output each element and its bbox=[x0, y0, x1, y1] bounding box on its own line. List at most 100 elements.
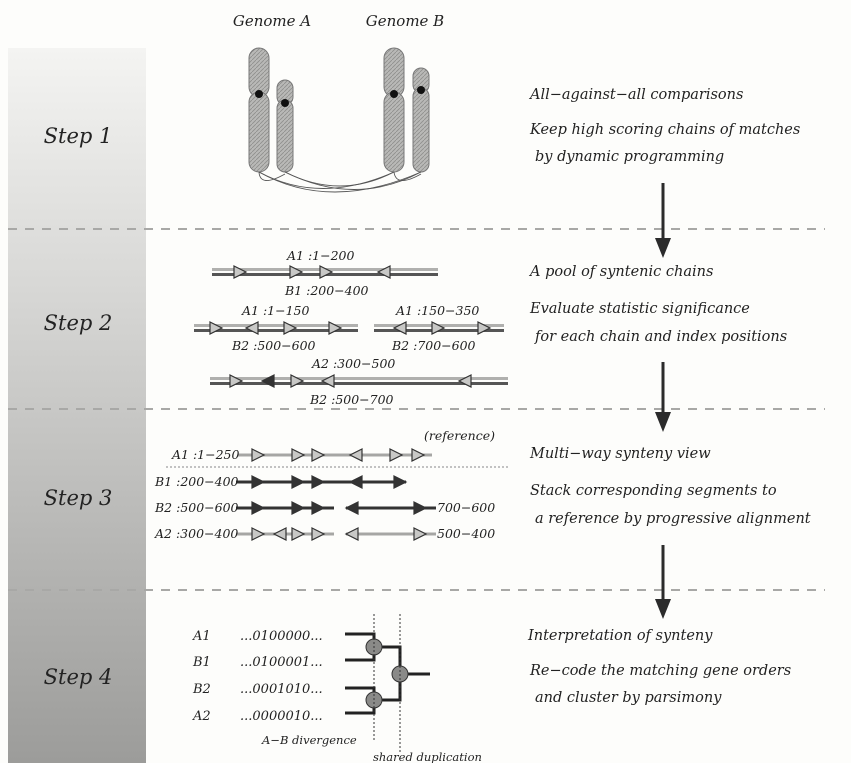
match-arrow-icon bbox=[392, 321, 407, 335]
match-arrow-icon bbox=[311, 501, 326, 515]
step-2-chain-labels: A1 :1−200 B1 :200−400 A1 :1−150 B2 :500−… bbox=[231, 248, 479, 407]
match-arrow-icon bbox=[389, 448, 404, 462]
match-arrow-icon bbox=[344, 501, 359, 515]
match-arrow-icon bbox=[348, 448, 363, 462]
step-4-detail-2: and cluster by parsimony bbox=[535, 690, 722, 706]
code-row-value: ...0000010... bbox=[240, 709, 323, 724]
match-arrow-icon bbox=[344, 527, 359, 541]
code-row-value: ...0100000... bbox=[240, 629, 323, 644]
match-arrow-icon bbox=[320, 374, 335, 388]
step-1-detail-2: by dynamic programming bbox=[535, 149, 724, 165]
step-4-heading: Interpretation of synteny bbox=[527, 628, 713, 644]
step-4-label: Step 4 bbox=[44, 665, 113, 689]
match-arrow-icon bbox=[291, 501, 306, 515]
down-arrow-icon bbox=[655, 362, 671, 432]
reference-note: (reference) bbox=[424, 428, 495, 443]
chromosome-a2 bbox=[276, 79, 294, 173]
code-row-name: B2 bbox=[192, 682, 211, 697]
match-arrow-icon bbox=[311, 475, 326, 489]
step-3-row-labels: (reference) A1 :1−250 B1 :200−400 B2 :50… bbox=[154, 428, 495, 541]
code-row-value: ...0100001... bbox=[240, 655, 323, 670]
step-4-codes: A1 ...0100000... B1 ...0100001... B2 ...… bbox=[192, 629, 323, 724]
match-arrow-icon bbox=[244, 321, 259, 335]
match-arrow-icon bbox=[431, 321, 446, 335]
match-arrow-icon bbox=[229, 374, 244, 388]
step-3-detail-2: a reference by progressive alignment bbox=[535, 511, 811, 527]
match-arrow-icon bbox=[289, 265, 304, 279]
chromosome-a1 bbox=[248, 47, 270, 173]
match-arrow-icon bbox=[411, 448, 426, 462]
code-row-name: A1 bbox=[192, 629, 211, 644]
step-descriptions: All−against−all comparisons Keep high sc… bbox=[527, 87, 811, 706]
chromosome-b2 bbox=[412, 67, 430, 173]
chain-2-top-label: A1 :1−150 bbox=[241, 303, 309, 318]
divergence-note: A−B divergence bbox=[261, 733, 357, 747]
down-arrow-icon bbox=[655, 545, 671, 619]
parsimony-tree: A−B divergence shared duplication bbox=[261, 614, 482, 763]
match-arrow-icon bbox=[251, 527, 266, 541]
step-1-genomes: Genome A Genome B bbox=[233, 12, 444, 193]
step-3-stack bbox=[236, 448, 436, 541]
flow-arrows bbox=[655, 183, 671, 619]
chain-4-bottom-label: B2 :500−700 bbox=[309, 392, 394, 407]
step-3-heading: Multi−way synteny view bbox=[529, 446, 711, 462]
genome-b-label: Genome B bbox=[366, 12, 444, 30]
code-row-name: B1 bbox=[192, 655, 211, 670]
step-2-detail-1: Evaluate statistic significance bbox=[529, 301, 750, 317]
row-a1-label: A1 :1−250 bbox=[171, 447, 239, 462]
match-arrow-icon bbox=[272, 527, 287, 541]
row-a2-right-label: 500−400 bbox=[437, 526, 495, 541]
match-arrow-icon bbox=[291, 448, 306, 462]
chain-4-top-label: A2 :300−500 bbox=[311, 356, 395, 371]
match-arrow-icon bbox=[251, 501, 266, 515]
step-1-heading: All−against−all comparisons bbox=[528, 87, 743, 103]
match-arrow-icon bbox=[291, 475, 306, 489]
step-1-label: Step 1 bbox=[44, 124, 113, 148]
code-row-value: ...0001010... bbox=[240, 682, 323, 697]
chain-3-top-label: A1 :150−350 bbox=[395, 303, 479, 318]
step-sidebar bbox=[8, 48, 146, 763]
step-2-heading: A pool of syntenic chains bbox=[528, 264, 713, 280]
step-3-label: Step 3 bbox=[44, 486, 113, 510]
match-arrow-icon bbox=[457, 374, 472, 388]
row-b1-label: B1 :200−400 bbox=[154, 474, 239, 489]
match-arrow-icon bbox=[413, 527, 428, 541]
match-arrow-icon bbox=[209, 321, 224, 335]
match-arrow-icon bbox=[311, 527, 326, 541]
match-arrow-icon bbox=[260, 374, 275, 388]
row-a2-left-label: A2 :300−400 bbox=[154, 526, 238, 541]
step-3-detail-1: Stack corresponding segments to bbox=[530, 483, 777, 499]
match-arrow-icon bbox=[393, 475, 408, 489]
row-b2-left-label: B2 :500−600 bbox=[154, 500, 239, 515]
step-4-detail-1: Re−code the matching gene orders bbox=[529, 663, 791, 679]
match-arrow-icon bbox=[283, 321, 298, 335]
chain-1-bottom-label: B1 :200−400 bbox=[284, 283, 369, 298]
match-arrow-icon bbox=[319, 265, 334, 279]
chromosome-b1 bbox=[383, 47, 405, 173]
step-2-detail-2: for each chain and index positions bbox=[534, 329, 787, 345]
genome-a-label: Genome A bbox=[233, 12, 311, 30]
chain-2-bottom-label: B2 :500−600 bbox=[231, 338, 316, 353]
step-2-label: Step 2 bbox=[44, 311, 113, 335]
match-arrow-icon bbox=[251, 448, 266, 462]
chain-1-top-label: A1 :1−200 bbox=[286, 248, 354, 263]
match-arrow-icon bbox=[477, 321, 492, 335]
match-arrow-icon bbox=[251, 475, 266, 489]
match-arrow-icon bbox=[348, 475, 363, 489]
match-arrow-icon bbox=[233, 265, 248, 279]
duplication-note: shared duplication bbox=[373, 750, 482, 763]
match-arrow-icon bbox=[290, 374, 305, 388]
step-1-detail-1: Keep high scoring chains of matches bbox=[529, 122, 800, 138]
match-arrow-icon bbox=[413, 501, 428, 515]
chain-3-bottom-label: B2 :700−600 bbox=[391, 338, 476, 353]
step-separators bbox=[8, 228, 825, 591]
match-arrow-icon bbox=[376, 265, 391, 279]
step-2-chains bbox=[194, 265, 508, 388]
match-arrow-icon bbox=[311, 448, 326, 462]
code-row-name: A2 bbox=[192, 709, 211, 724]
match-arrow-icon bbox=[291, 527, 306, 541]
down-arrow-icon bbox=[655, 183, 671, 258]
match-arrow-icon bbox=[328, 321, 343, 335]
row-b2-right-label: 700−600 bbox=[437, 500, 495, 515]
